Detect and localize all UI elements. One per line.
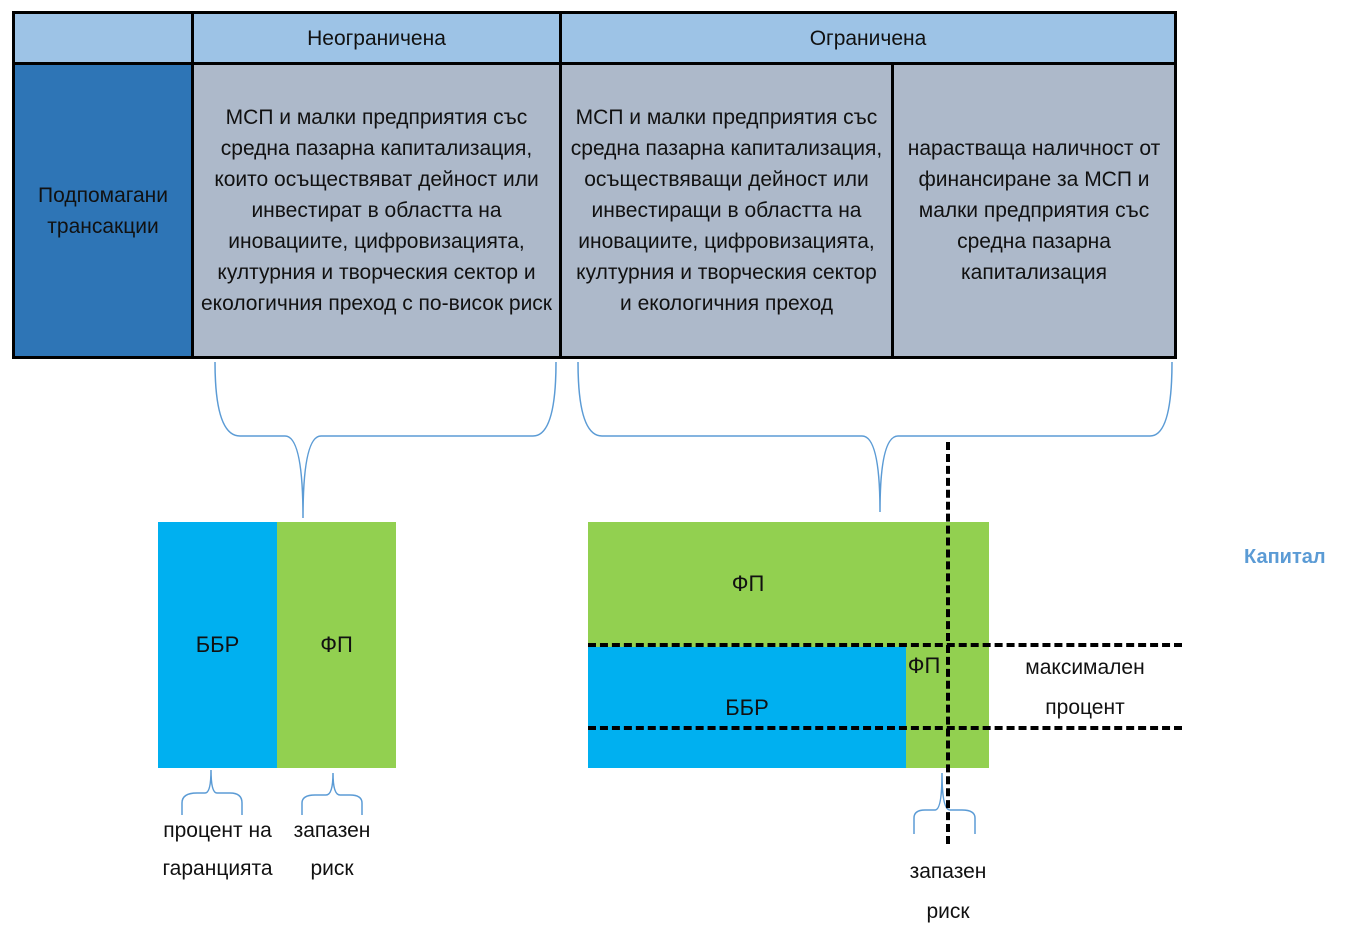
caption-retained-risk-left: запазен риск — [293, 819, 371, 880]
right-small-fi-area: ФП — [906, 652, 942, 680]
left-fi-label: ФП — [320, 632, 353, 657]
left-ebr-block: ББР — [158, 522, 277, 768]
capital-label: Капитал — [1244, 546, 1326, 568]
brace-retained-risk-right — [913, 772, 976, 834]
cell-limited-financing: нарастваща наличност от финансиране за М… — [894, 65, 1174, 356]
right-small-fi-label: ФП — [907, 653, 941, 678]
cell-limited-description: МСП и малки предприятия със средна пазар… — [562, 65, 891, 356]
brace-retained-risk-left — [301, 772, 363, 815]
brace-unlimited — [214, 361, 557, 519]
cell-unlimited-description: МСП и малки предприятия със средна пазар… — [194, 65, 559, 356]
left-fi-block: ФП — [277, 522, 396, 768]
header-empty-cell — [15, 14, 191, 62]
dashed-line-upper — [588, 643, 1182, 647]
caption-retained-risk-right: запазен риск — [909, 860, 987, 923]
row-head-supported-transactions: Подпомагани трансакции — [15, 65, 191, 356]
right-top-fi-label: ФП — [731, 570, 765, 596]
header-unlimited: Неограничена — [194, 14, 559, 62]
max-rate-label: максимален процент — [1025, 656, 1145, 719]
right-ebr-label: ББР — [725, 694, 769, 720]
brace-guarantee-rate — [181, 769, 243, 815]
brace-limited — [577, 361, 1173, 513]
caption-guarantee-rate: процент на гаранцията — [162, 819, 273, 880]
dashed-line-lower — [588, 726, 1182, 730]
right-ebr-block: ББР — [588, 647, 906, 768]
header-limited: Ограничена — [562, 14, 1174, 62]
dashed-line-vertical — [946, 442, 950, 844]
right-top-fi-area: ФП — [588, 522, 908, 645]
left-ebr-label: ББР — [195, 632, 240, 657]
